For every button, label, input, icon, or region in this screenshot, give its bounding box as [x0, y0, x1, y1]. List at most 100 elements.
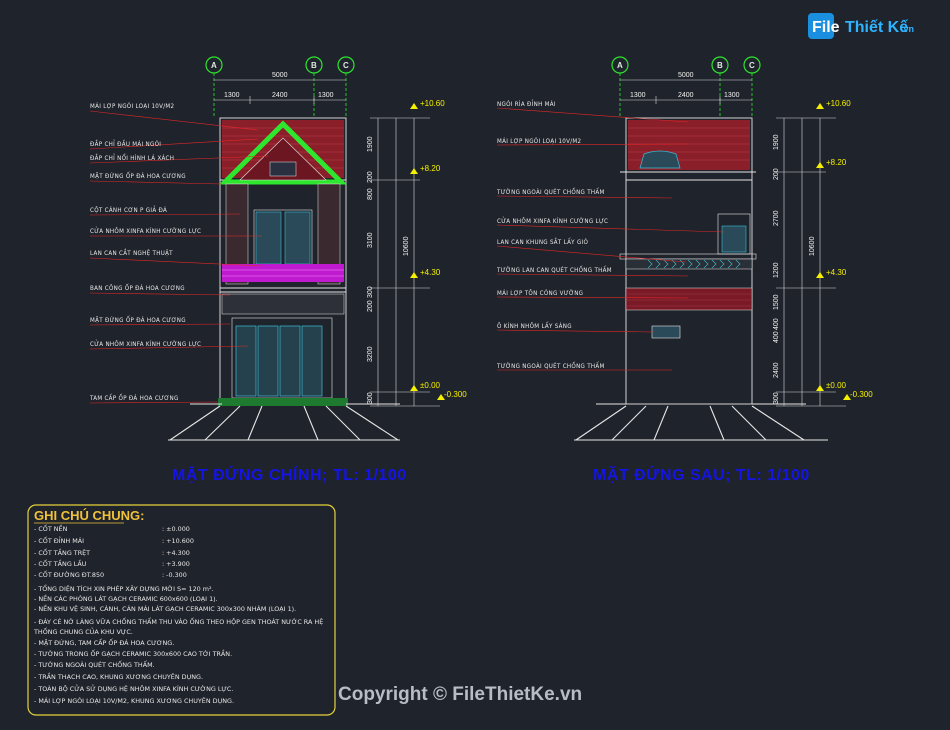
rear-label: CỬA NHÔM XINFA KÍNH CƯỜNG LỰC	[497, 216, 608, 225]
front-grid-axes	[205, 56, 355, 74]
note-level-key: - CỐT TẦNG TRỆT	[34, 547, 90, 557]
front-label: CỬA NHÔM XINFA KÍNH CƯỜNG LỰC	[90, 226, 201, 235]
note-item: - TRẦN THẠCH CAO, KHUNG XƯƠNG CHUYÊN DỤN…	[34, 671, 203, 681]
logo-part3: .vn	[901, 24, 914, 34]
front-railing	[222, 264, 344, 282]
rear-label: TƯỜNG NGOÀI QUÉT CHỐNG THẤM	[496, 360, 605, 370]
level-mark: +10.60	[826, 99, 851, 108]
note-level-value: : -0.300	[162, 571, 187, 579]
level-mark: +8.20	[420, 164, 441, 173]
note-item: - NỀN KHU VỆ SINH, CÁNH, CÁN MÁI LÁT GẠC…	[34, 603, 296, 613]
rear-label: MÁI LỢP TÔN CÓNG VƯỜNG	[497, 288, 583, 297]
front-dim-v: 1900	[367, 136, 374, 152]
rear-dim-v: 2400	[773, 362, 780, 378]
note-item: - MÁI LỢP NGÓI LOẠI 10V/M2, KHUNG XƯƠNG …	[34, 696, 234, 705]
notes-title: GHI CHÚ CHUNG:	[34, 508, 145, 523]
logo: File Thiết Kế .vn	[808, 13, 914, 39]
rear-label: LAN CAN KHUNG SẮT LẤY GIÓ	[497, 236, 588, 246]
rear-title: MẶT ĐỨNG SAU; TL: 1/100	[593, 465, 810, 484]
note-item: - TƯỜNG NGOÀI QUÉT CHỐNG THẤM.	[34, 659, 155, 669]
rear-dim-v: 2700	[773, 210, 780, 226]
dim-top-3: 1300	[318, 92, 334, 99]
rear-dim-v: 400	[773, 331, 780, 343]
notes-levels: - CỐT NỀN : ±0.000 - CỐT ĐỈNH MÁI : +10.…	[34, 523, 194, 579]
note-item: - NỀN CÁC PHÒNG LÁT GẠCH CERAMIC 600x600…	[34, 593, 218, 603]
general-notes: GHI CHÚ CHUNG: - CỐT NỀN : ±0.000 - CỐT …	[27, 504, 336, 716]
rear-dim-v: 300	[773, 392, 780, 404]
front-label: CỬA NHÔM XINFA KÍNH CƯỜNG LỰC	[90, 339, 201, 348]
level-mark: -0.300	[850, 390, 873, 399]
dim-top-2: 2400	[272, 92, 288, 99]
note-item: - MẶT ĐỨNG, TAM CẤP ỐP ĐÁ HOA CƯƠNG.	[34, 637, 174, 647]
rear-dim-v: 1900	[773, 134, 780, 150]
front-dim-v: 300	[367, 286, 374, 298]
grid-label-c: C	[343, 61, 349, 70]
logo-badge	[808, 13, 834, 39]
grid-label-c: C	[749, 61, 755, 70]
front-label: TAM CẤP ỐP ĐÁ HOA CƯƠNG	[89, 392, 179, 402]
front-dim-v: 3100	[367, 232, 374, 248]
rear-dim-v: 400	[773, 318, 780, 330]
level-mark: ±0.00	[826, 381, 847, 390]
note-level-value: : ±0.000	[162, 525, 190, 533]
logo-part1: File	[812, 19, 840, 36]
front-labels: MÁI LỢP NGÓI LOẠI 10V/M2 ĐẮP CHỈ ĐẦU MÁI…	[89, 101, 201, 402]
front-vertical-dims: 1900 200 800 3100 300 200 3200 300 10600	[367, 136, 410, 404]
level-mark: -0.300	[444, 390, 467, 399]
copyright-watermark: Copyright © FileThietKe.vn	[338, 684, 582, 705]
front-label: MẶT ĐỨNG ỐP ĐÁ HOA CƯƠNG	[90, 314, 186, 324]
note-item: THỐNG CHUNG CỦA KHU VỰC.	[33, 626, 133, 636]
rear-vertical-dims: 1900 200 2700 1200 1500 400 400 2400 300…	[773, 134, 816, 404]
rear-labels: NGÓI RÌA ĐỈNH MÁI MÁI LỢP NGÓI LOẠI 10V/…	[496, 99, 612, 370]
level-mark: +4.30	[420, 268, 441, 277]
dim-top-3: 1300	[724, 92, 740, 99]
notes-frame	[27, 504, 336, 716]
note-level-key: - CỐT ĐỈNH MÁI	[34, 535, 84, 545]
front-label: BAN CÔNG ỐP ĐÁ HOA CƯƠNG	[90, 282, 185, 292]
dim-total: 5000	[272, 72, 288, 79]
front-label: MẶT ĐỨNG ỐP ĐÁ HOA CƯƠNG	[90, 170, 186, 180]
rear-label: Ô KÍNH NHÔM LẤY SÁNG	[497, 320, 572, 330]
level-mark: ±0.00	[420, 381, 441, 390]
note-level-key: - CỐT TẦNG LẦU	[34, 558, 87, 568]
note-level-value: : +10.600	[162, 537, 194, 545]
note-level-value: : +4.300	[162, 549, 190, 557]
note-item: - TOÀN BỘ CỬA SỬ DỤNG HỆ NHÔM XINFA KÍNH…	[34, 684, 233, 693]
dim-total: 5000	[678, 72, 694, 79]
logo-part2: Thiết Kế	[845, 19, 908, 36]
dim-top-1: 1300	[630, 92, 646, 99]
front-label: ĐẮP CHỈ ĐẦU MÁI NGÓI	[90, 138, 161, 148]
front-label: ĐẮP CHỈ NỔI HÌNH LÁ XÁCH	[90, 152, 174, 162]
rear-tin-roof	[625, 287, 753, 311]
grid-label-a: A	[617, 61, 623, 70]
rear-dim-v: 1500	[773, 294, 780, 310]
grid-label-b: B	[311, 61, 317, 70]
front-dim-full: 10600	[403, 236, 410, 256]
level-mark: +4.30	[826, 268, 847, 277]
level-mark: +10.60	[420, 99, 445, 108]
front-title: MẶT ĐỨNG CHÍNH; TL: 1/100	[172, 465, 407, 484]
grid-label-b: B	[717, 61, 723, 70]
front-label: CỘT CÁNH CƠN P GIẢ ĐÁ	[90, 205, 167, 214]
rear-levels: +10.60 +8.20 +4.30 ±0.00 -0.300	[816, 99, 873, 400]
front-dim-v: 300	[367, 392, 374, 404]
front-dim-v: 800	[367, 188, 374, 200]
note-item: - TỔNG DIỆN TÍCH XIN PHÉP XÂY DỰNG MỚI S…	[34, 583, 214, 593]
rear-label: NGÓI RÌA ĐỈNH MÁI	[497, 99, 556, 108]
note-level-key: - CỐT NỀN	[34, 523, 68, 533]
dim-top-2: 2400	[678, 92, 694, 99]
rear-dim-v: 1200	[773, 262, 780, 278]
rear-label: TƯỜNG LAN CAN QUÉT CHỐNG THẤM	[496, 264, 612, 274]
rear-dim-v: 200	[773, 168, 780, 180]
grid-label-a: A	[211, 61, 217, 70]
front-label: LAN CAN CẮT NGHỆ THUẬT	[90, 247, 173, 257]
note-item: - ĐÁY CÉ NỚ LÀNG VỮA CHỐNG THẤM THU VÀO …	[34, 616, 323, 626]
front-elevation: A B C 5000 1300 2400 1300	[89, 56, 467, 484]
note-level-value: : +3.900	[162, 560, 190, 568]
front-dim-v: 200	[367, 300, 374, 312]
front-levels: +10.60 +8.20 +4.30 ±0.00 -0.300	[410, 99, 467, 400]
rear-elevation: A B C 5000 1300 2400 1300	[496, 56, 873, 484]
note-level-key: - CỐT ĐƯỜNG ĐT.850	[34, 569, 104, 579]
dim-top-1: 1300	[224, 92, 240, 99]
